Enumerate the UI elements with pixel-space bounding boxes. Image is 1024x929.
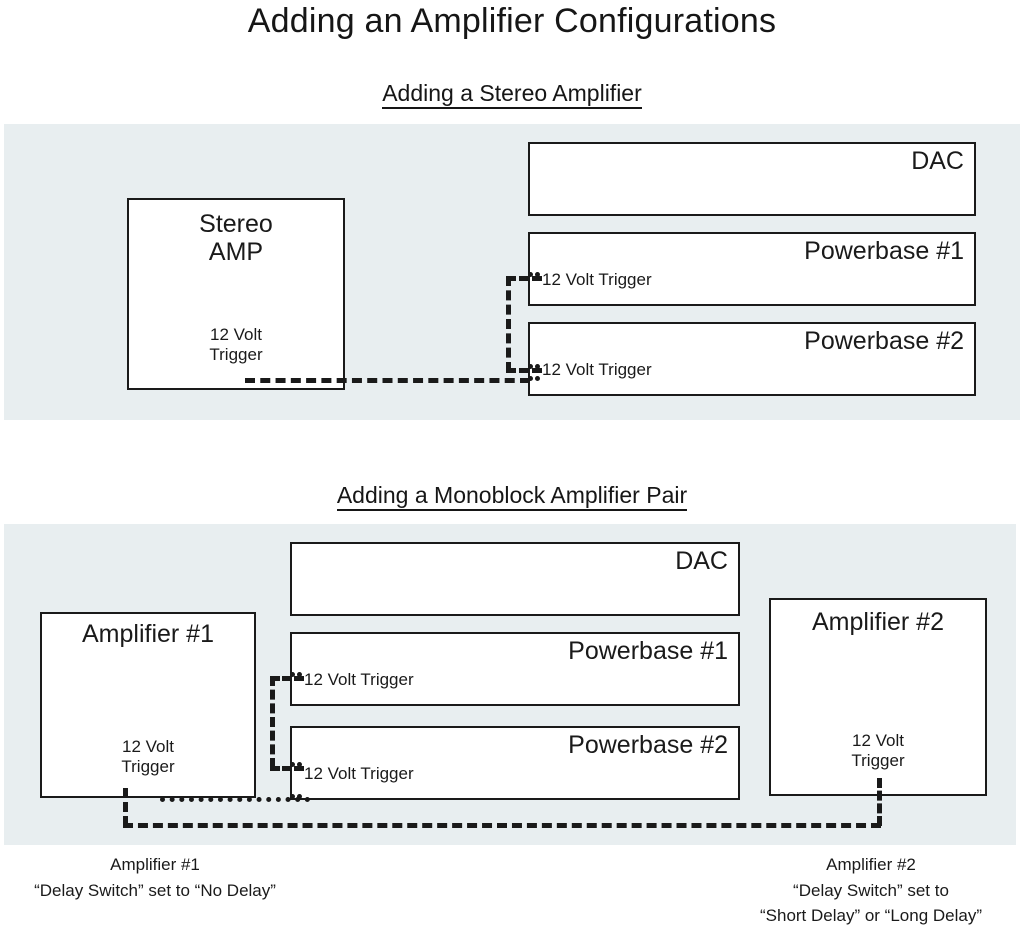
wire-amp1-to-amp2-bus xyxy=(123,823,881,828)
amplifier-1-trigger-line2: Trigger xyxy=(121,757,175,777)
caption-amplifier-2: Amplifier #2 “Delay Switch” set to “Shor… xyxy=(759,855,983,925)
powerbase-1-stereo-label: Powerbase #1 xyxy=(804,237,964,265)
wire-amp1-to-powerbase-2-stub xyxy=(160,797,310,802)
box-amplifier-1: Amplifier #1 12 Volt Trigger xyxy=(40,612,256,798)
amplifier-2-label: Amplifier #2 xyxy=(812,608,944,636)
wire-stereo-vertical-bus xyxy=(506,276,511,372)
stereo-amp-trigger-line1: 12 Volt xyxy=(210,324,262,344)
stereo-amp-title-line1: Stereo xyxy=(199,210,273,238)
wire-stereo-bus-to-powerbase-1 xyxy=(506,276,542,281)
wire-monoblock-powerbase-2-terminal-lower xyxy=(290,794,302,799)
wire-stereo-bus-to-powerbase-2 xyxy=(506,368,542,373)
wire-stereo-powerbase-2-terminal xyxy=(528,364,540,369)
box-dac-stereo: DAC xyxy=(528,142,976,216)
amplifier-2-trigger-line1: 12 Volt xyxy=(852,730,904,750)
section-title-stereo-text: Adding a Stereo Amplifier xyxy=(382,80,642,109)
box-powerbase-2-stereo: Powerbase #2 12 Volt Trigger xyxy=(528,322,976,396)
dac-stereo-label: DAC xyxy=(911,147,964,175)
section-title-monoblock: Adding a Monoblock Amplifier Pair xyxy=(0,482,1024,511)
powerbase-2-stereo-trigger: 12 Volt Trigger xyxy=(542,360,652,379)
page-title: Adding an Amplifier Configurations xyxy=(247,2,777,40)
amplifier-1-trigger-line1: 12 Volt xyxy=(122,736,174,756)
section-title-monoblock-text: Adding a Monoblock Amplifier Pair xyxy=(336,482,688,511)
powerbase-1-monoblock-label: Powerbase #1 xyxy=(568,637,728,665)
powerbase-2-stereo-label: Powerbase #2 xyxy=(804,327,964,355)
powerbase-1-monoblock-trigger: 12 Volt Trigger xyxy=(304,670,414,689)
stereo-amp-trigger-line2: Trigger xyxy=(209,345,263,365)
wire-amp2-drop xyxy=(877,778,882,826)
box-stereo-amp: Stereo AMP 12 Volt Trigger xyxy=(127,198,345,390)
amplifier-1-label: Amplifier #1 xyxy=(82,620,214,648)
wire-monoblock-bus-to-powerbase-1 xyxy=(270,676,304,681)
stereo-amp-trigger-label: 12 Volt Trigger xyxy=(129,325,343,366)
wire-stereo-powerbase-1-terminal xyxy=(528,272,540,277)
stereo-amp-title-line2: AMP xyxy=(208,238,264,266)
amplifier-2-trigger-label: 12 Volt Trigger xyxy=(771,731,985,772)
box-powerbase-2-monoblock: Powerbase #2 12 Volt Trigger xyxy=(290,726,740,800)
wire-amp1-drop xyxy=(123,788,128,826)
wire-monoblock-powerbase-2-terminal xyxy=(290,762,302,767)
wire-stereo-powerbase-2-terminal-lower xyxy=(528,376,540,381)
stereo-amp-title: Stereo AMP xyxy=(129,210,343,266)
amplifier-1-trigger-label: 12 Volt Trigger xyxy=(42,737,254,778)
wire-monoblock-powerbase-1-terminal xyxy=(290,672,302,677)
amplifier-2-trigger-line2: Trigger xyxy=(851,751,905,771)
wire-stereo-amp-to-bus xyxy=(245,378,530,383)
box-powerbase-1-monoblock: Powerbase #1 12 Volt Trigger xyxy=(290,632,740,706)
box-dac-monoblock: DAC xyxy=(290,542,740,616)
box-amplifier-2: Amplifier #2 12 Volt Trigger xyxy=(769,598,987,796)
wire-monoblock-vertical-bus xyxy=(270,676,275,768)
section-title-stereo: Adding a Stereo Amplifier xyxy=(0,80,1024,109)
powerbase-2-monoblock-label: Powerbase #2 xyxy=(568,731,728,759)
box-powerbase-1-stereo: Powerbase #1 12 Volt Trigger xyxy=(528,232,976,306)
wire-monoblock-bus-to-powerbase-2 xyxy=(270,766,304,771)
powerbase-2-monoblock-trigger: 12 Volt Trigger xyxy=(304,764,414,783)
dac-monoblock-label: DAC xyxy=(675,547,728,575)
powerbase-1-stereo-trigger: 12 Volt Trigger xyxy=(542,270,652,289)
caption-amplifier-1: Amplifier #1 “Delay Switch” set to “No D… xyxy=(34,855,276,900)
